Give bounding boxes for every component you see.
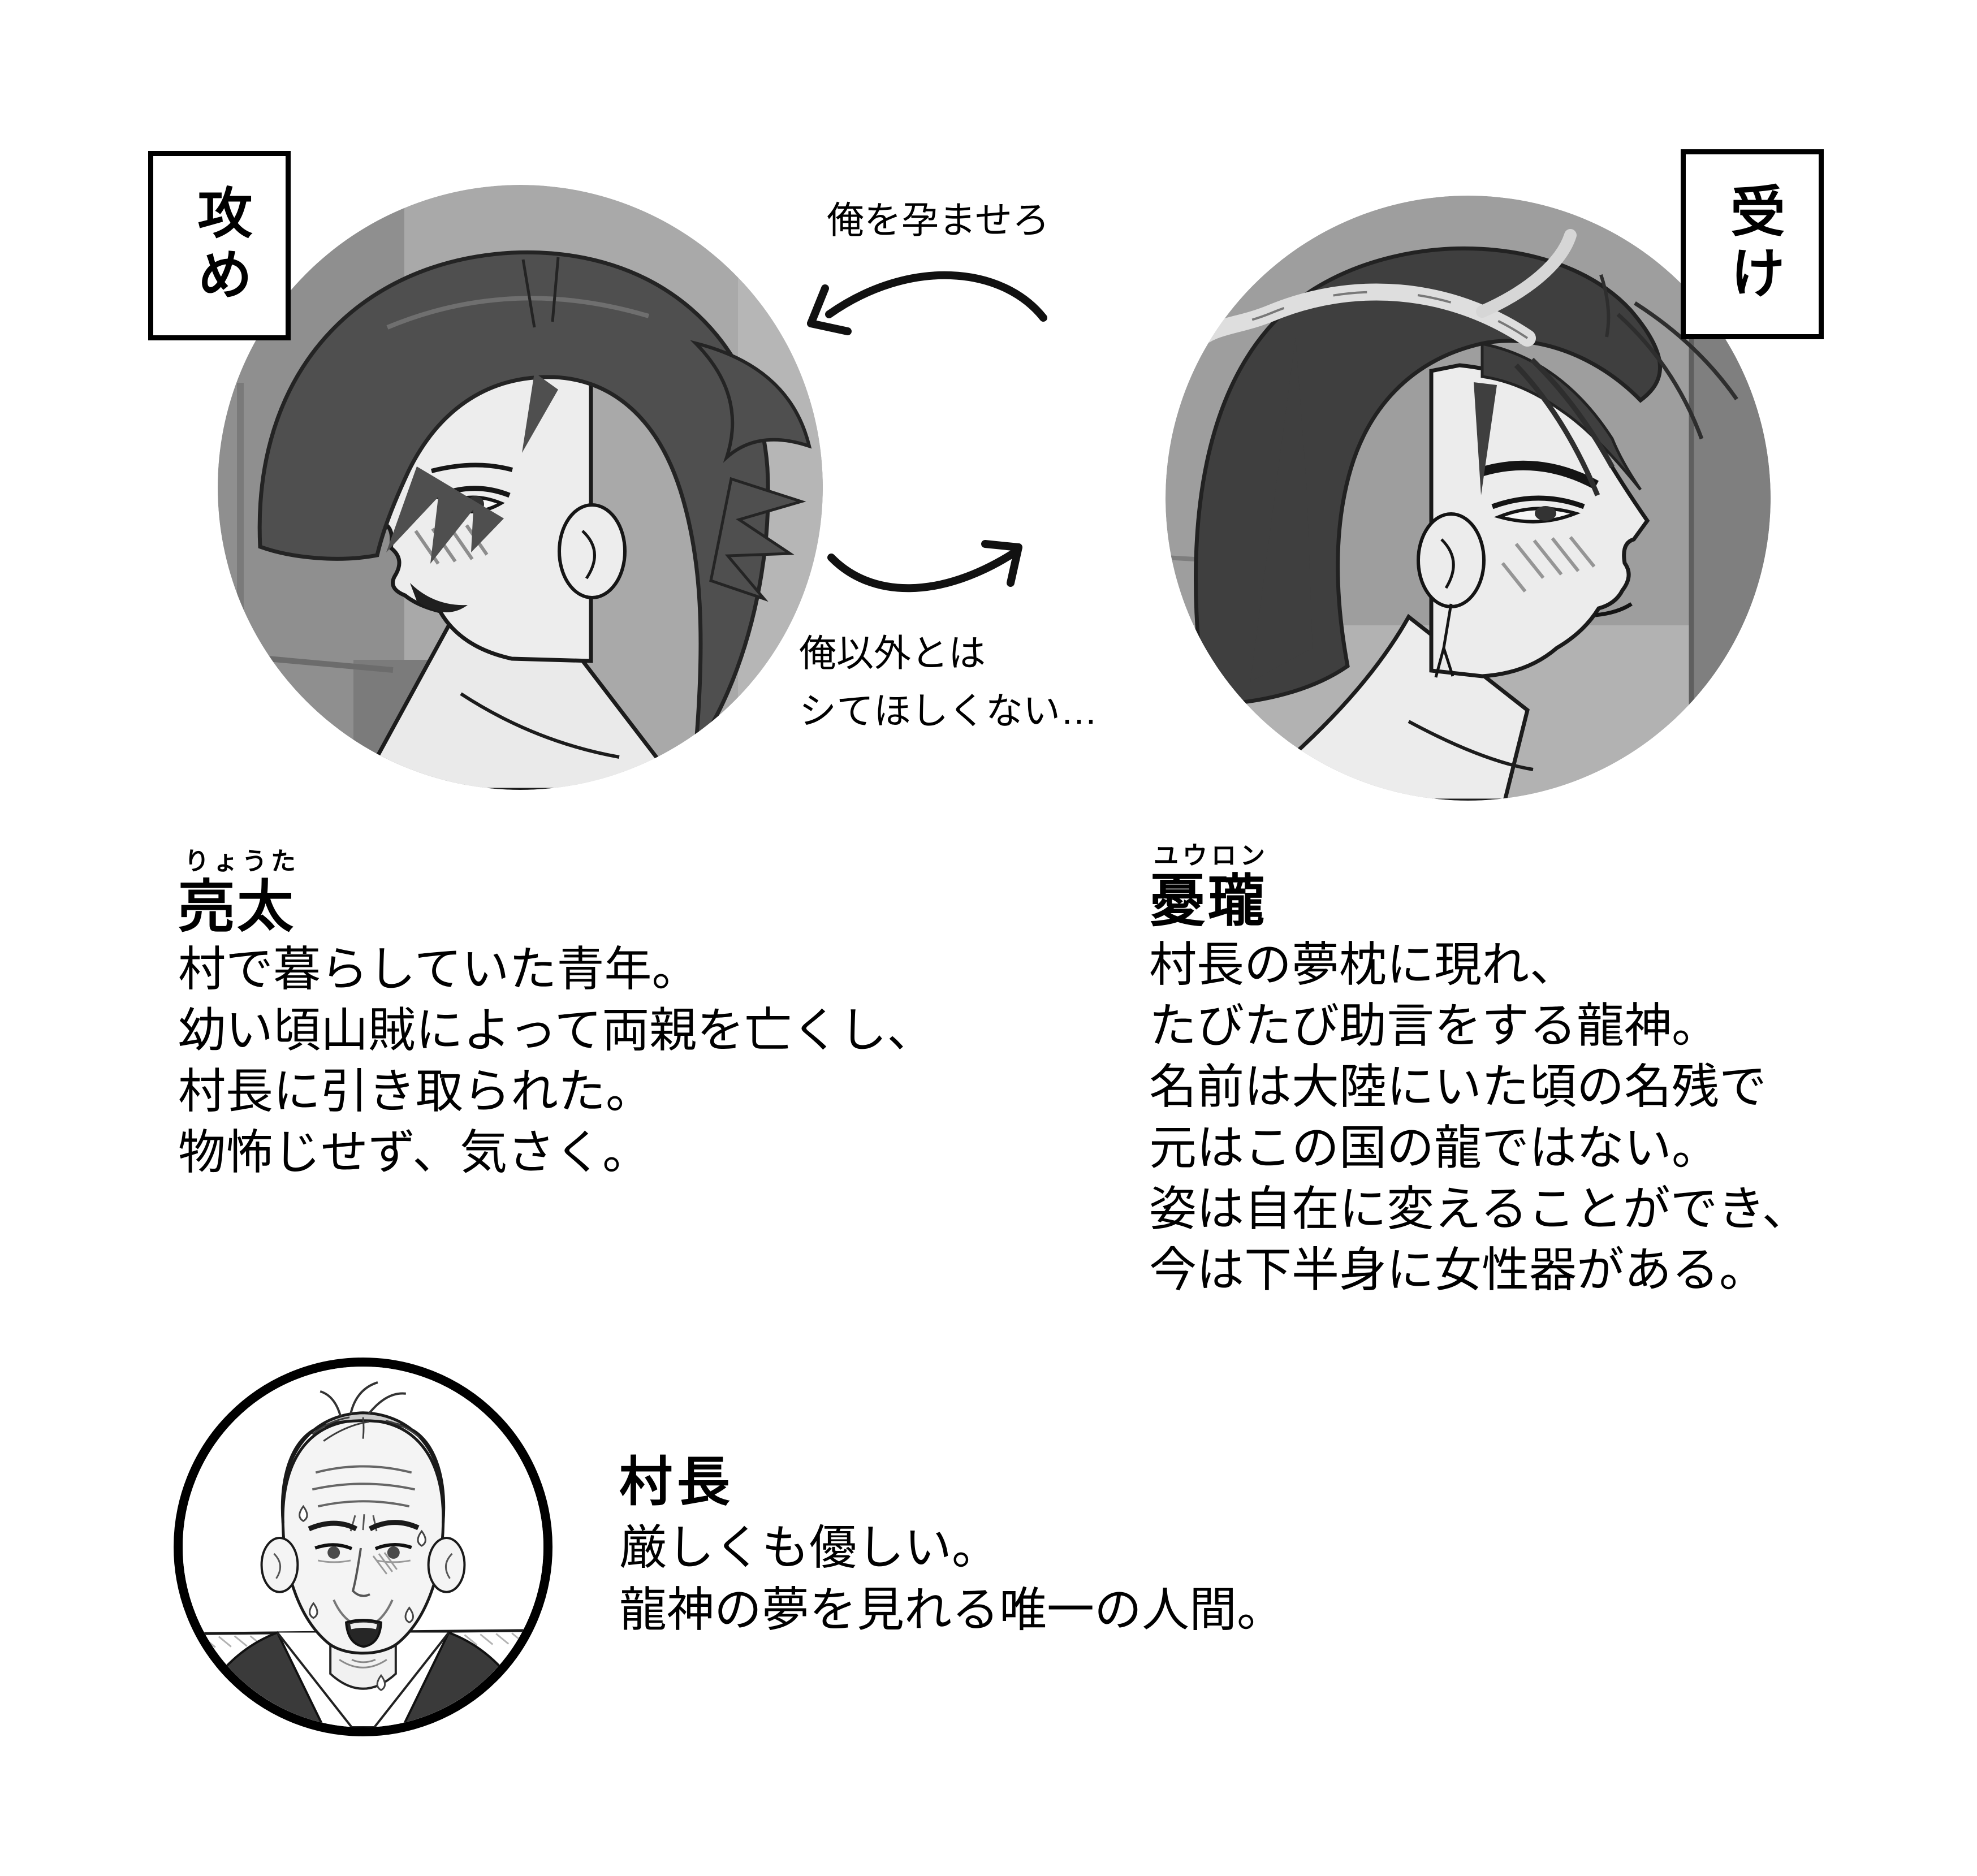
seme-description-line: 村長に引き取られた。 bbox=[178, 1066, 654, 1118]
uke-description-line: 姿は自在に変えることができ、 bbox=[1149, 1183, 1810, 1236]
seme-role-box: 攻め bbox=[148, 151, 291, 340]
chief-name: 村長 bbox=[619, 1452, 735, 1511]
chief-portrait bbox=[174, 1358, 552, 1736]
uke-furigana: ユウロン bbox=[1154, 842, 1269, 870]
arrow-to-uke-label: 俺以外とは シてほしくない… bbox=[799, 624, 1098, 740]
seme-description-line: 幼い頃山賊によって両親を亡くし、 bbox=[178, 1005, 935, 1057]
arrow-to-uke-label-line1: 俺以外とは bbox=[799, 632, 986, 674]
seme-description-line: 物怖じせず、気さく。 bbox=[178, 1127, 650, 1179]
uke-role-box: 受け bbox=[1681, 149, 1824, 339]
relationship-arrows bbox=[780, 237, 1086, 633]
chief-description-line: 厳しくも優しい。 bbox=[619, 1522, 1000, 1575]
uke-description-line: 今は下半身に女性器がある。 bbox=[1149, 1244, 1767, 1297]
uke-description-line: 村長の夢枕に現れ、 bbox=[1149, 939, 1577, 992]
seme-role-label: 攻め bbox=[189, 184, 250, 308]
arrow-to-uke-label-line2: シてほしくない… bbox=[799, 690, 1098, 732]
uke-description: 村長の夢枕に現れ、 たびたび助言をする龍神。 名前は大陸にいた頃の名残で 元はこ… bbox=[1149, 935, 1810, 1302]
uke-description-line: 元はこの国の龍ではない。 bbox=[1149, 1122, 1720, 1175]
seme-description-line: 村で暮らしていた青年。 bbox=[178, 944, 700, 996]
chief-portrait-illustration bbox=[183, 1367, 543, 1727]
uke-portrait bbox=[1166, 196, 1771, 801]
seme-portrait-illustration bbox=[218, 185, 823, 790]
uke-portrait-illustration bbox=[1166, 196, 1771, 801]
seme-name: 亮太 bbox=[178, 876, 296, 939]
uke-description-line: たびたび助言をする龍神。 bbox=[1149, 1000, 1720, 1053]
arrow-to-seme-icon bbox=[807, 271, 1047, 335]
chief-description: 厳しくも優しい。 龍神の夢を見れる唯一の人間。 bbox=[619, 1518, 1284, 1642]
chief-description-line: 龍神の夢を見れる唯一の人間。 bbox=[619, 1584, 1285, 1637]
arrow-to-seme-label: 俺を孕ませろ bbox=[827, 199, 1050, 241]
uke-role-label: 受け bbox=[1722, 183, 1782, 306]
seme-furigana: りょうた bbox=[184, 848, 300, 875]
arrow-to-uke-icon bbox=[827, 540, 1022, 593]
uke-description-line: 名前は大陸にいた頃の名残で bbox=[1149, 1061, 1767, 1114]
seme-portrait bbox=[218, 185, 823, 790]
uke-name: 憂瓏 bbox=[1149, 870, 1267, 933]
seme-description: 村で暮らしていた青年。 幼い頃山賊によって両親を亡くし、 村長に引き取られた。 … bbox=[178, 940, 934, 1184]
